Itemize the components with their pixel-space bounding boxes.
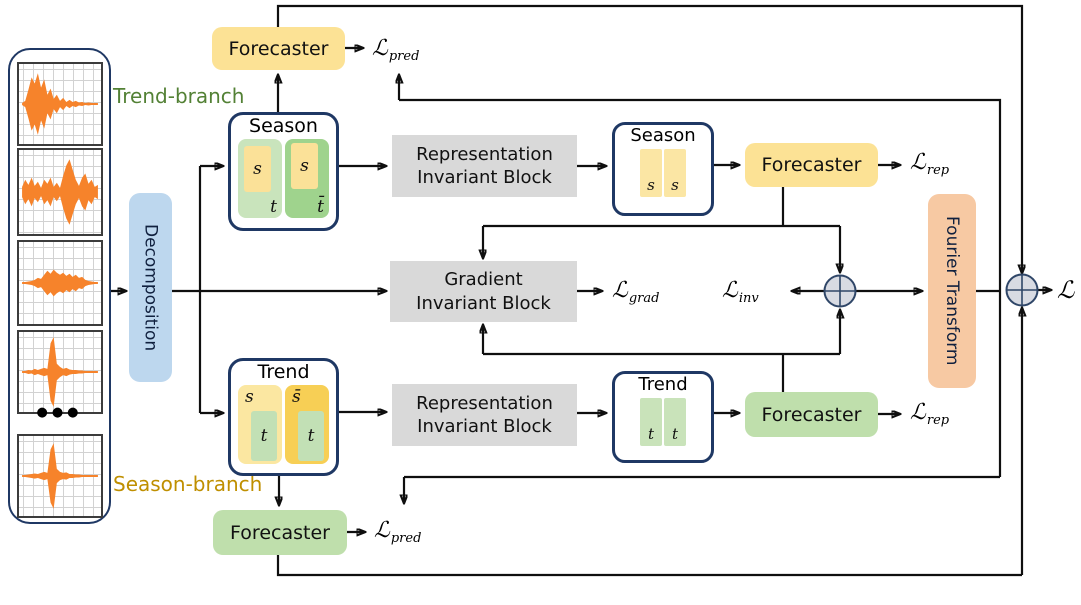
season-output-tile-1: s	[640, 148, 662, 197]
season-feature-title: Season	[249, 115, 318, 137]
sum-node-inv	[823, 274, 857, 308]
season-tile-right-s-rect: s	[291, 142, 318, 189]
trend-tile-right: s̄ t	[285, 384, 329, 464]
trend-feature-block: Trend s t s̄ t	[228, 358, 339, 476]
loss-inv: ℒinv	[722, 278, 759, 307]
loss-rep-season: ℒrep	[910, 150, 950, 179]
season-tile-right: s t̄	[285, 138, 329, 218]
season-tile-left: s t	[238, 138, 282, 218]
loss-pred-top: ℒpred	[372, 36, 420, 65]
gradient-invariant-block: Gradient Invariant Block	[390, 261, 577, 322]
representation-invariant-block-bottom: Representation Invariant Block	[392, 384, 577, 446]
trend-output-block: Trend t t	[612, 371, 714, 463]
time-series-thumbnail-3	[17, 240, 103, 326]
forecaster-bottom: Forecaster	[213, 510, 347, 555]
loss-total: ℒ	[1057, 276, 1075, 304]
decomposition-block: Decomposition	[129, 193, 172, 382]
trend-tile-left-t-rect: t	[251, 410, 277, 461]
season-tile-left-s-rect: s	[244, 145, 271, 192]
season-feature-block: Season s t s t̄	[228, 112, 339, 231]
loss-pred-bottom: ℒpred	[374, 518, 422, 547]
season-output-tile-2: s	[664, 148, 686, 197]
loss-rep-trend: ℒrep	[910, 400, 950, 429]
time-series-thumbnail-2	[17, 148, 103, 236]
representation-invariant-block-top: Representation Invariant Block	[392, 135, 577, 197]
trend-output-tile-2: t	[664, 397, 686, 446]
season-branch-label: Season-branch	[113, 472, 263, 496]
time-series-thumbnail-1	[17, 62, 103, 146]
time-series-thumbnail-5	[17, 434, 103, 518]
ellipsis: ●●●	[36, 405, 83, 420]
trend-branch-label: Trend-branch	[113, 84, 245, 108]
forecaster-trend: Forecaster	[745, 392, 878, 437]
time-series-thumbnail-4	[17, 330, 103, 414]
trend-feature-title: Trend	[257, 361, 310, 383]
fourier-transform-block: Fourier Transform	[928, 194, 976, 388]
forecaster-top: Forecaster	[212, 27, 345, 70]
trend-tile-right-t-rect: t	[298, 410, 324, 461]
sum-node-total	[1005, 273, 1039, 307]
input-sample-stack: ●●●	[8, 48, 111, 524]
season-output-block: Season s s	[612, 122, 714, 216]
loss-grad: ℒgrad	[612, 278, 660, 307]
trend-tile-left: s t	[238, 384, 282, 464]
forecaster-season: Forecaster	[745, 143, 878, 187]
trend-output-tile-1: t	[640, 397, 662, 446]
